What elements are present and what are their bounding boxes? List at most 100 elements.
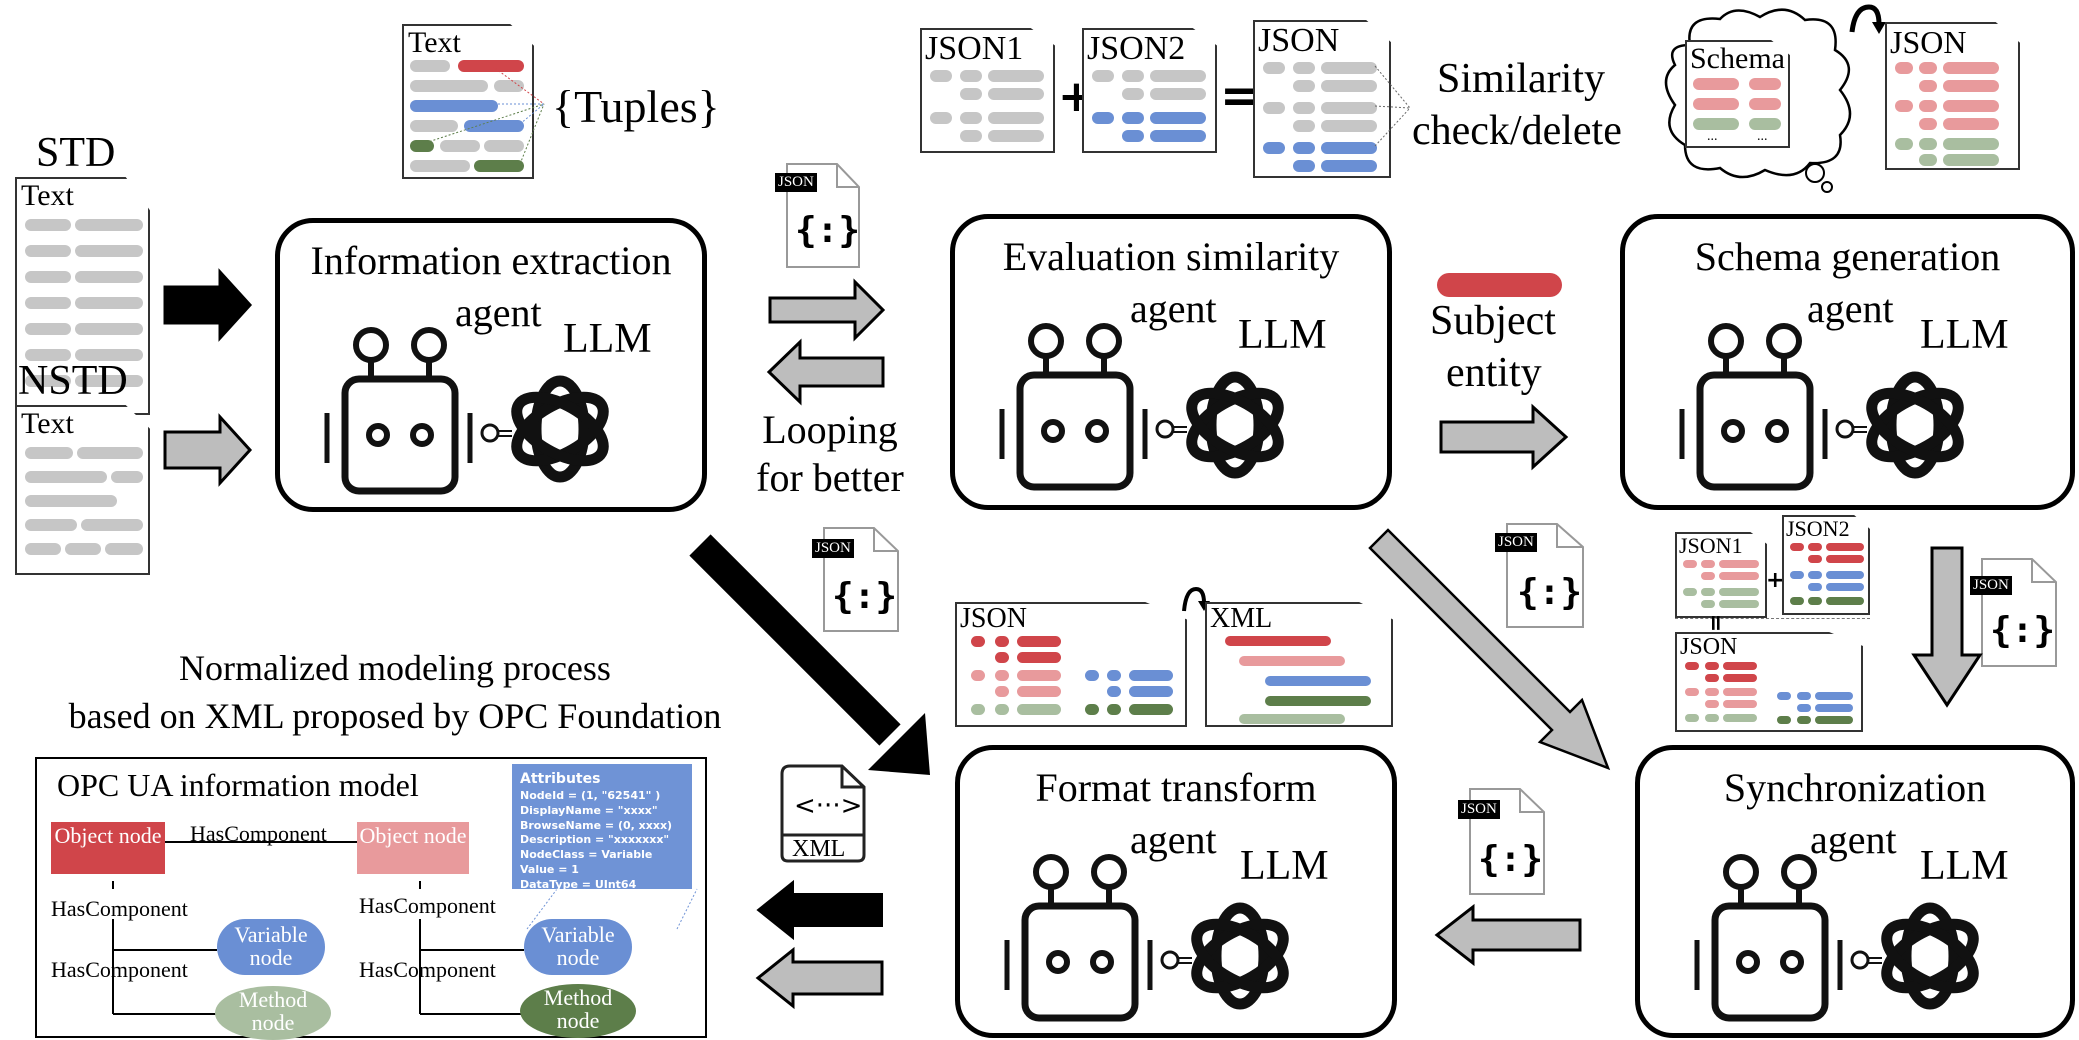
tuples-label: {Tuples} [552,81,720,132]
agent-subtitle: agent [1130,817,1217,862]
robot-icon [999,323,1148,491]
subject-entity-marker [1437,273,1562,297]
agent-subtitle: agent [1810,817,1897,862]
json-file-icon: JSON {:} [775,163,860,268]
xml-tag: XML [792,836,846,862]
similarity-lines [1374,65,1411,147]
openai-logo-icon [1850,902,1979,1010]
subject-label-line1: Subject [1430,298,1556,344]
information-extraction-agent[interactable]: Information extraction agent LLM [275,218,707,512]
node-label: Method node [238,987,308,1036]
format-json-label: JSON [960,603,1027,634]
node-label: Variable node [541,922,615,971]
object-node-secondary: Object node [357,822,469,874]
openai-logo-icon [480,375,609,483]
attributes-heading: Attributes [520,771,601,787]
robot-icon [1004,854,1153,1022]
json-tag: JSON [1458,800,1500,819]
std-input-arrow [163,268,253,342]
openai-logo-icon [1835,371,1964,479]
method-node: Method node [520,984,636,1038]
llm-label: LLM [1240,843,1329,889]
sync-json1-document: JSON1 [1675,532,1767,618]
node-label: Object node [54,823,162,848]
json-tag: JSON [1970,576,2012,595]
openai-logo-icon [1160,902,1289,1010]
format-to-opc-gray-arrow [755,946,884,1010]
nstd-label: NSTD [18,358,128,404]
has-component-label: HasComponent [51,957,188,982]
tuples-source-document: Text [402,24,534,179]
xml-glyph: <···> [794,791,863,821]
attribute-line: BrowseName = (0, xxxx) [520,818,673,832]
agent-subtitle: agent [455,290,542,335]
robot-icon [1679,323,1828,491]
node-label: Method node [543,985,613,1034]
format-transform-agent[interactable]: Format transform agent LLM [955,745,1397,1038]
json-file-icon: JSON {:} [812,527,900,632]
std-document: Text [15,177,150,415]
format-xml-label: XML [1210,603,1273,634]
schema-generation-agent[interactable]: Schema generation agent LLM [1620,214,2075,510]
nstd-doc-label: Text [21,407,74,440]
nstd-document: Text [15,405,150,575]
sync-json2-document: JSON2 [1782,515,1870,615]
attribute-line: NodeClass = Variable [520,848,653,862]
openai-logo-icon [1155,371,1284,479]
opc-connectors [112,841,698,1015]
similarity-label-line1: Similarity [1437,56,1605,102]
json-file-icon: JSON {:} [1495,523,1585,628]
tuples-doc-label: Text [408,26,461,59]
forward-arrow [768,278,886,342]
schema-label: Schema [1690,42,1785,75]
merged-json-label: JSON [1258,22,1340,59]
llm-label: LLM [1920,843,2009,889]
variable-node: Variable node [217,919,325,975]
json-glyph: {:} [1478,839,1544,880]
attribute-line: Value = 1 [520,863,579,877]
merged-json-document: JSON [1253,20,1391,178]
json-tag: JSON [775,173,817,192]
schema-json-label: JSON [1890,24,1967,60]
json-glyph: {:} [1517,572,1583,613]
json-glyph: {:} [1990,610,2056,651]
loop-arrows [766,278,886,406]
evaluation-similarity-agent[interactable]: Evaluation similarity agent LLM [950,214,1392,510]
xml-file-icon: <···> XML [780,764,866,863]
agent-subtitle: agent [1130,286,1217,331]
json1-label: JSON1 [925,30,1024,67]
ellipsis: ... [1707,129,1718,144]
format-json-document: JSON [955,602,1187,727]
nstd-input-arrow [163,413,253,487]
sync-json1-label: JSON1 [1679,533,1743,558]
has-component-label: HasComponent [359,893,496,918]
sync-merged-json-label: JSON [1680,634,1738,660]
subject-label-line2: entity [1446,350,1542,396]
agent-title: Information extraction [310,238,672,283]
json2-document: JSON2 [1082,28,1217,153]
evaluation-to-sync-arrow [1368,528,1611,771]
std-doc-label: Text [21,179,74,212]
json2-label: JSON2 [1087,30,1186,67]
sync-merged-json-document: JSON [1675,632,1863,732]
agent-title: Evaluation similarity [1002,234,1340,279]
synchronization-agent[interactable]: Synchronization agent LLM [1635,745,2075,1038]
tuples-link-lines [421,65,545,165]
attribute-line: Description = "xxxxxxx" [520,833,670,847]
loop-back-arrow [766,338,885,406]
agent-subtitle: agent [1807,286,1894,331]
attributes-panel: Attributes NodeId = (1, "62541" ) Displa… [512,764,692,891]
agent-title: Format transform [1035,765,1317,810]
json-glyph: {:} [795,210,861,251]
format-to-opc-black-arrow [756,879,883,941]
json1-document: JSON1 [920,28,1055,153]
format-xml-document: XML [1205,602,1393,727]
equals-sign: = [1703,613,1729,633]
node-label: Variable node [234,922,308,971]
normalized-caption-line2: based on XML proposed by OPC Foundation [68,696,722,736]
sync-json2-label: JSON2 [1786,516,1850,541]
schema-document: Schema ... ... [1685,40,1790,148]
json-file-icon: JSON {:} [1458,788,1546,896]
std-label: STD [36,130,116,176]
method-node: Method node [215,986,331,1040]
